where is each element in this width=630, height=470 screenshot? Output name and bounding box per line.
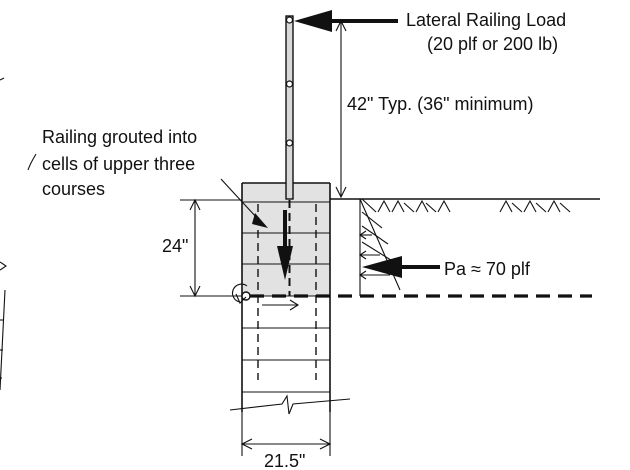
- height-dimension: [335, 19, 347, 199]
- left-edge-fragments: [0, 77, 37, 391]
- resisting-arrow: [262, 299, 300, 311]
- ground-surface: [330, 198, 600, 213]
- railing-post: [285, 15, 294, 296]
- lateral-load-label-line2: (20 plf or 200 lb): [427, 34, 558, 54]
- height-label: 42" Typ. (36" minimum): [347, 94, 534, 114]
- earth-pressure-diagram: [359, 198, 401, 296]
- width-label-mask: [262, 450, 324, 470]
- width-label: 21.5": [264, 451, 305, 470]
- grout-label-line3: courses: [42, 179, 105, 199]
- grout-leader-line: [220, 178, 268, 228]
- post-down-arrow: [277, 210, 293, 280]
- pressure-label: Pa ≈ 70 plf: [444, 259, 531, 279]
- depth-label: 24": [162, 236, 188, 256]
- lateral-load-label-line1: Lateral Railing Load: [406, 10, 566, 30]
- depth-dimension: [180, 198, 242, 298]
- pa-resultant-arrow: [362, 256, 440, 278]
- grout-label-line1: Railing grouted into: [42, 127, 197, 147]
- width-dimension: [240, 412, 332, 456]
- lateral-load-arrow: [294, 10, 398, 32]
- grout-label-line2: cells of upper three: [42, 154, 195, 174]
